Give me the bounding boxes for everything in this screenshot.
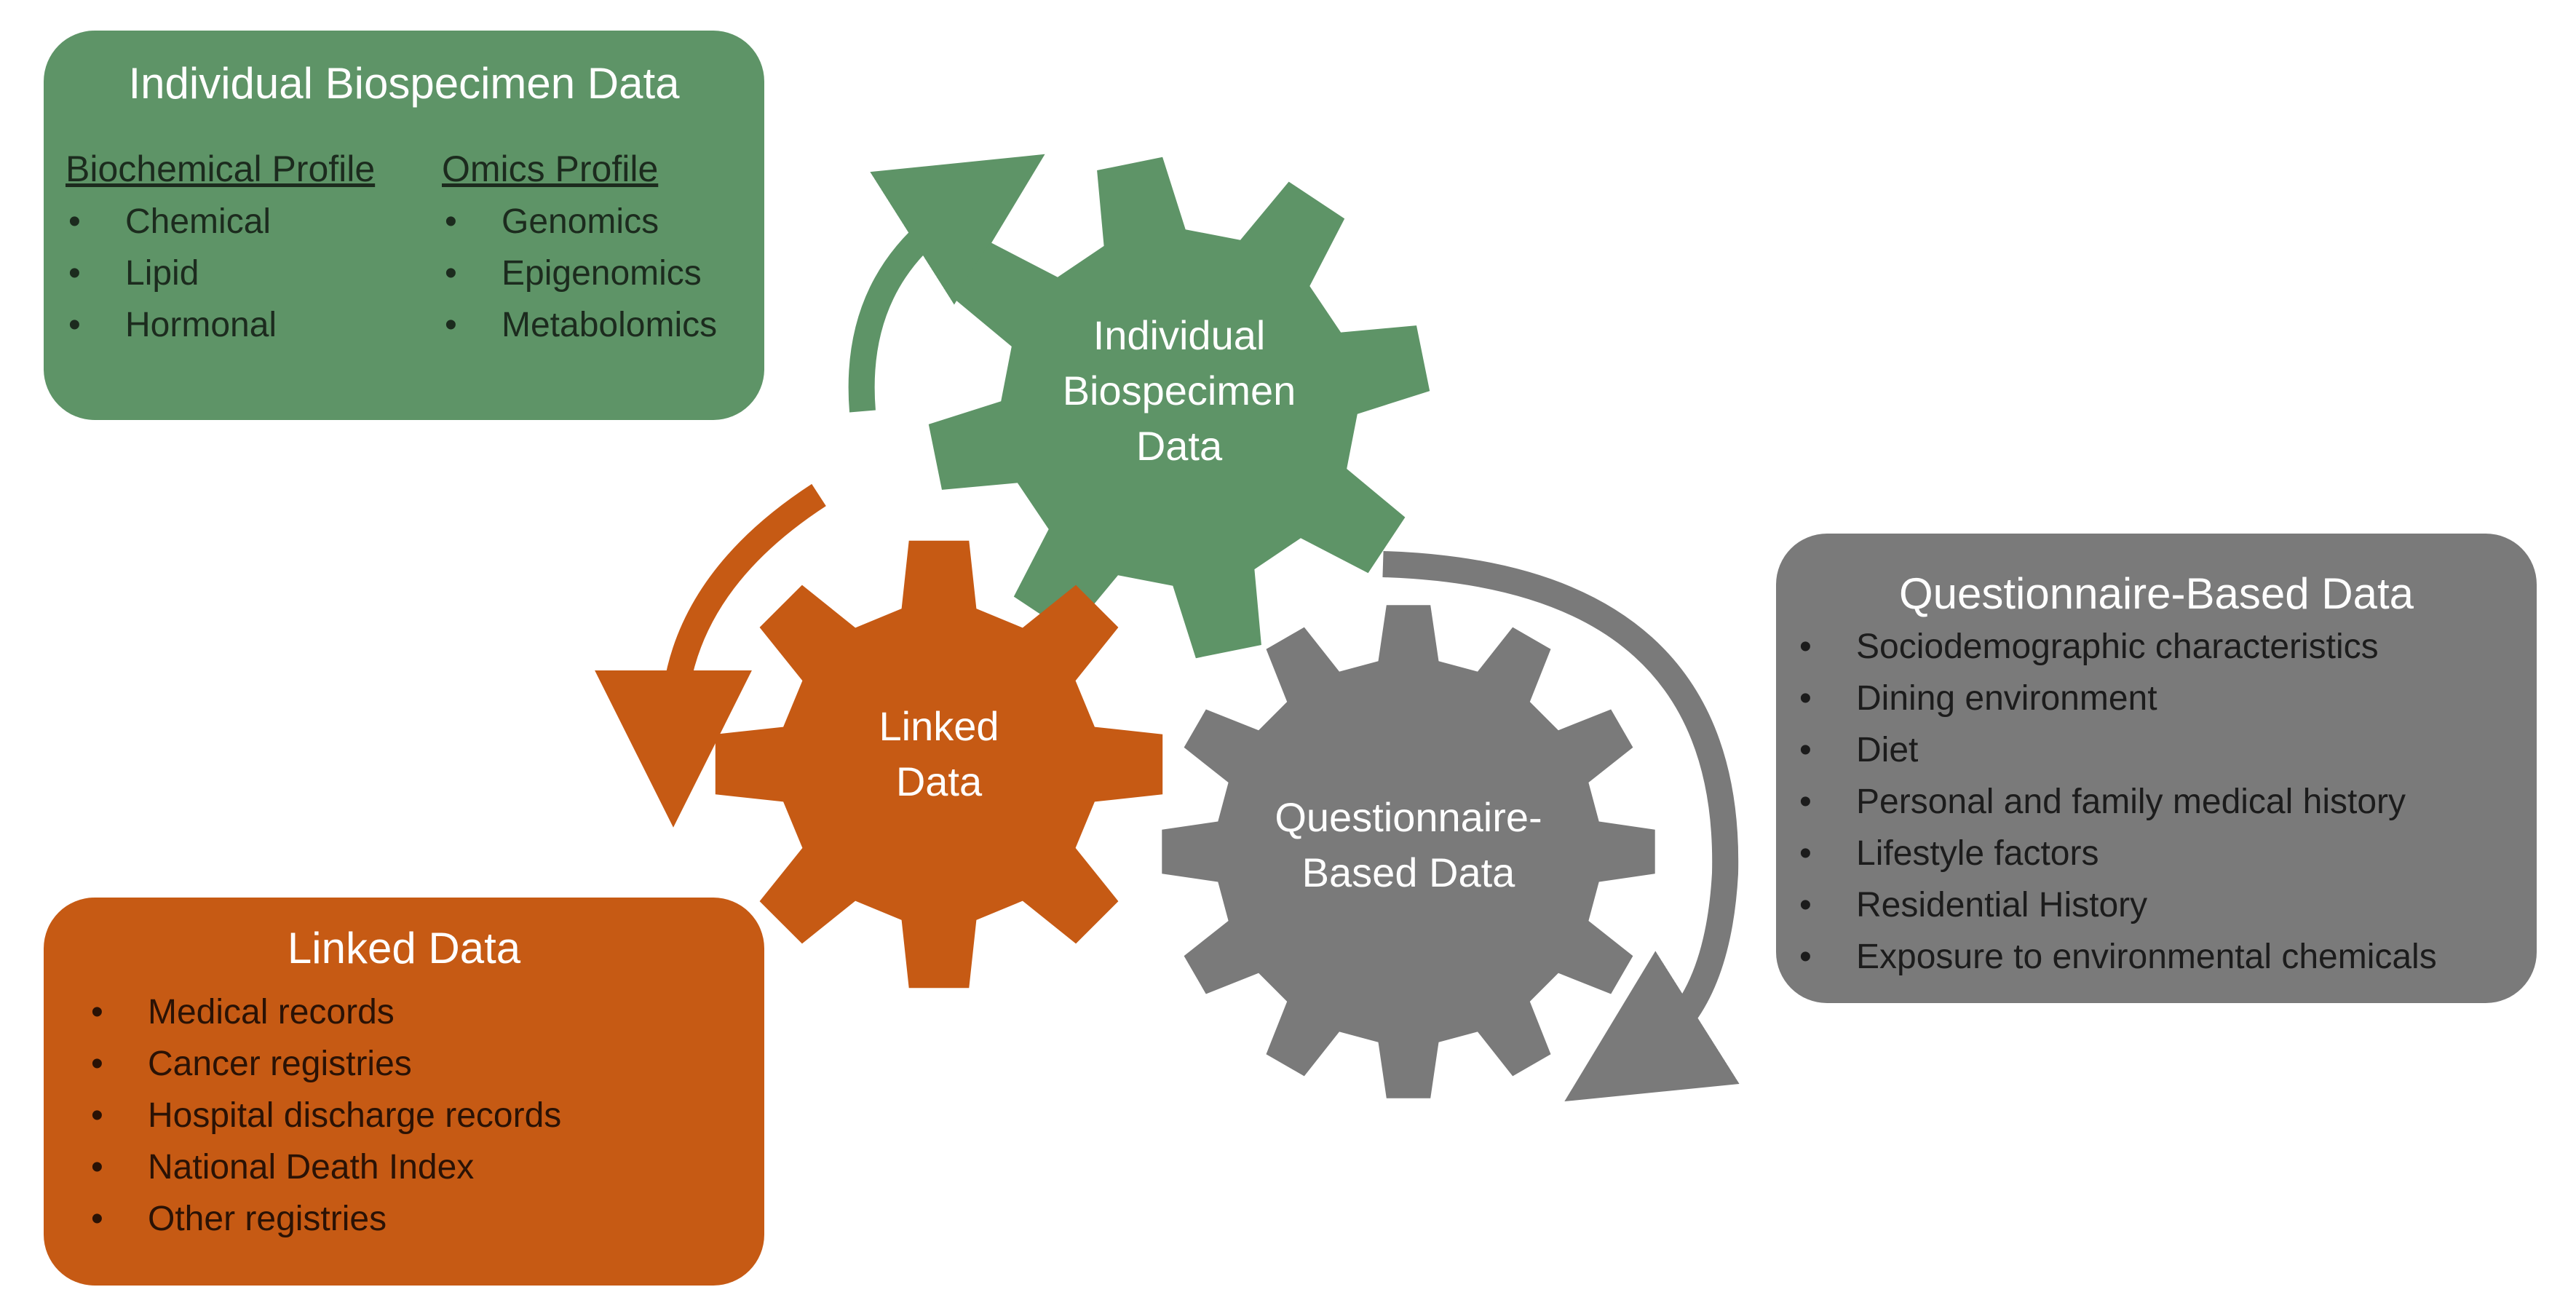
questionnaire-box-title: Questionnaire-Based Data xyxy=(1898,569,2414,618)
list-item: Residential History xyxy=(1799,879,2437,931)
questionnaire-gear-label-line-1: Questionnaire- xyxy=(1275,794,1542,840)
list-item: Medical records xyxy=(91,986,561,1038)
list-item: Other registries xyxy=(91,1193,561,1245)
linked-box-title: Linked Data xyxy=(287,924,521,973)
gray-curved-arrow xyxy=(1382,551,1740,1102)
biospecimen-box-title: Individual Biospecimen Data xyxy=(128,59,680,108)
biospecimen-data-box: Individual Biospecimen Data Biochemical … xyxy=(44,31,764,420)
list-item: Diet xyxy=(1799,724,2437,776)
linked-gear-label-line-2: Data xyxy=(896,759,983,804)
omics-profile-column: Omics Profile Genomics Epigenomics Metab… xyxy=(442,143,717,351)
omics-profile-list: Genomics Epigenomics Metabolomics xyxy=(442,196,717,351)
list-item: Exposure to environmental chemicals xyxy=(1799,931,2437,983)
linked-gear-label-line-1: Linked xyxy=(879,703,999,749)
biochemical-profile-list: Chemical Lipid Hormonal xyxy=(66,196,375,351)
omics-profile-heading: Omics Profile xyxy=(442,148,659,189)
questionnaire-data-box: Questionnaire-Based Data Sociodemographi… xyxy=(1776,534,2537,1003)
questionnaire-gear-label-line-2: Based Data xyxy=(1302,849,1515,895)
biospecimen-gear-label-line-2: Biospecimen xyxy=(1063,368,1296,413)
linked-list: Medical records Cancer registries Hospit… xyxy=(91,986,561,1245)
list-item: Chemical xyxy=(68,196,375,247)
biochemical-profile-column: Biochemical Profile Chemical Lipid Hormo… xyxy=(66,143,375,351)
list-item: Sociodemographic characteristics xyxy=(1799,621,2437,673)
list-item: Lipid xyxy=(68,247,375,299)
biospecimen-gear: Individual Biospecimen Data xyxy=(928,157,1430,659)
questionnaire-gear: Questionnaire- Based Data xyxy=(1162,605,1655,1098)
orange-curved-arrow xyxy=(595,483,826,828)
linked-data-box: Linked Data Medical records Cancer regis… xyxy=(44,898,764,1286)
list-item: Metabolomics xyxy=(445,299,717,351)
list-item: Lifestyle factors xyxy=(1799,828,2437,879)
list-item: Dining environment xyxy=(1799,673,2437,724)
list-item: National Death Index xyxy=(91,1141,561,1193)
questionnaire-list: Sociodemographic characteristics Dining … xyxy=(1799,621,2437,983)
list-item: Hormonal xyxy=(68,299,375,351)
list-item: Hospital discharge records xyxy=(91,1090,561,1141)
biospecimen-gear-label-line-1: Individual xyxy=(1093,312,1266,358)
list-item: Cancer registries xyxy=(91,1038,561,1090)
list-item: Epigenomics xyxy=(445,247,717,299)
biospecimen-gear-label-line-3: Data xyxy=(1136,423,1223,469)
green-curved-arrow xyxy=(848,154,1045,413)
biochemical-profile-heading: Biochemical Profile xyxy=(66,148,376,189)
linked-gear: Linked Data xyxy=(715,540,1163,989)
list-item: Personal and family medical history xyxy=(1799,776,2437,828)
list-item: Genomics xyxy=(445,196,717,247)
